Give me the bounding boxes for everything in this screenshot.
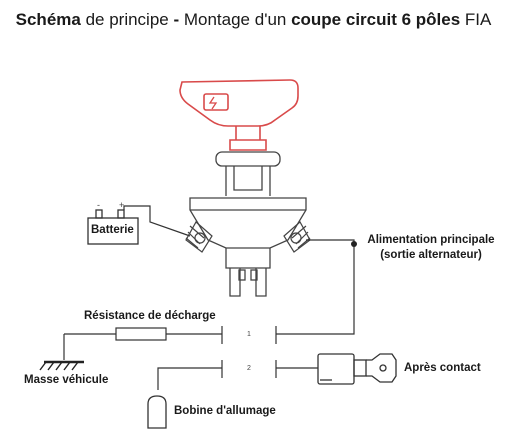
ground-icon <box>39 360 84 371</box>
contact-2-number: 2 <box>247 365 251 372</box>
battery-minus-label: - <box>97 200 100 210</box>
ground-label: Masse véhicule <box>24 374 109 386</box>
resistor-icon <box>115 327 167 341</box>
right-terminal-icon <box>283 221 311 253</box>
bobine-label: Bobine d'allumage <box>174 405 276 417</box>
alimentation-label-2: (sortie alternateur) <box>380 249 482 261</box>
resistance-label: Résistance de décharge <box>84 310 216 322</box>
ignition-coil-icon <box>147 395 167 429</box>
ignition-key-icon <box>317 353 397 385</box>
red-handle-icon <box>179 79 299 151</box>
battery-plus-label: + <box>119 200 125 210</box>
battery-label: Batterie <box>91 224 134 236</box>
alimentation-label-1: Alimentation principale <box>367 234 495 246</box>
contact-1-number: 1 <box>247 331 251 338</box>
left-terminal-icon <box>185 221 213 253</box>
battery-box <box>87 209 139 245</box>
page-title: Schéma de principe - Montage d'un coupe … <box>15 10 492 29</box>
apres-contact-label: Après contact <box>404 362 481 374</box>
